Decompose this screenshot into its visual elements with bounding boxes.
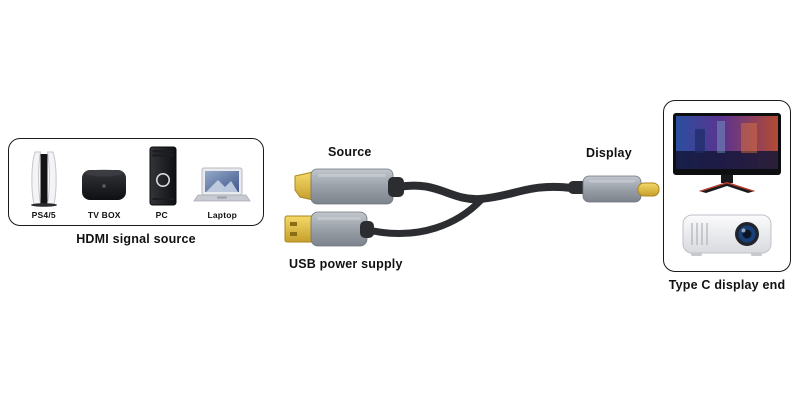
tv-box-image xyxy=(82,169,127,200)
source-label: Source xyxy=(328,145,372,159)
hdmi-source-caption: HDMI signal source xyxy=(76,232,196,246)
device-ps5: PS4/5 xyxy=(21,149,67,220)
display-label: Display xyxy=(586,146,632,160)
main-cable xyxy=(394,181,576,204)
usb-c-connector xyxy=(568,175,660,203)
device-laptop: Laptop xyxy=(193,165,251,220)
laptop-image xyxy=(193,167,251,202)
type-c-display-caption: Type C display end xyxy=(668,278,786,292)
usb-a-connector xyxy=(284,211,374,247)
projector-image xyxy=(682,214,772,256)
type-c-display-box xyxy=(663,100,791,272)
usb-power-label: USB power supply xyxy=(289,257,403,271)
ps5-console-image xyxy=(30,151,57,207)
device-pc: PC xyxy=(142,145,182,220)
device-label-ps5: PS4/5 xyxy=(31,210,56,220)
hdmi-connector xyxy=(294,168,404,205)
device-label-laptop: Laptop xyxy=(207,210,238,220)
usb-cable xyxy=(360,196,485,237)
pc-tower-image xyxy=(149,146,177,206)
hdmi-source-box: PS4/5 TV BOX xyxy=(8,138,264,226)
device-label-tv-box: TV BOX xyxy=(87,210,121,220)
device-label-pc: PC xyxy=(155,210,168,220)
device-tv-box: TV BOX xyxy=(78,161,130,220)
monitor-image xyxy=(673,113,781,193)
